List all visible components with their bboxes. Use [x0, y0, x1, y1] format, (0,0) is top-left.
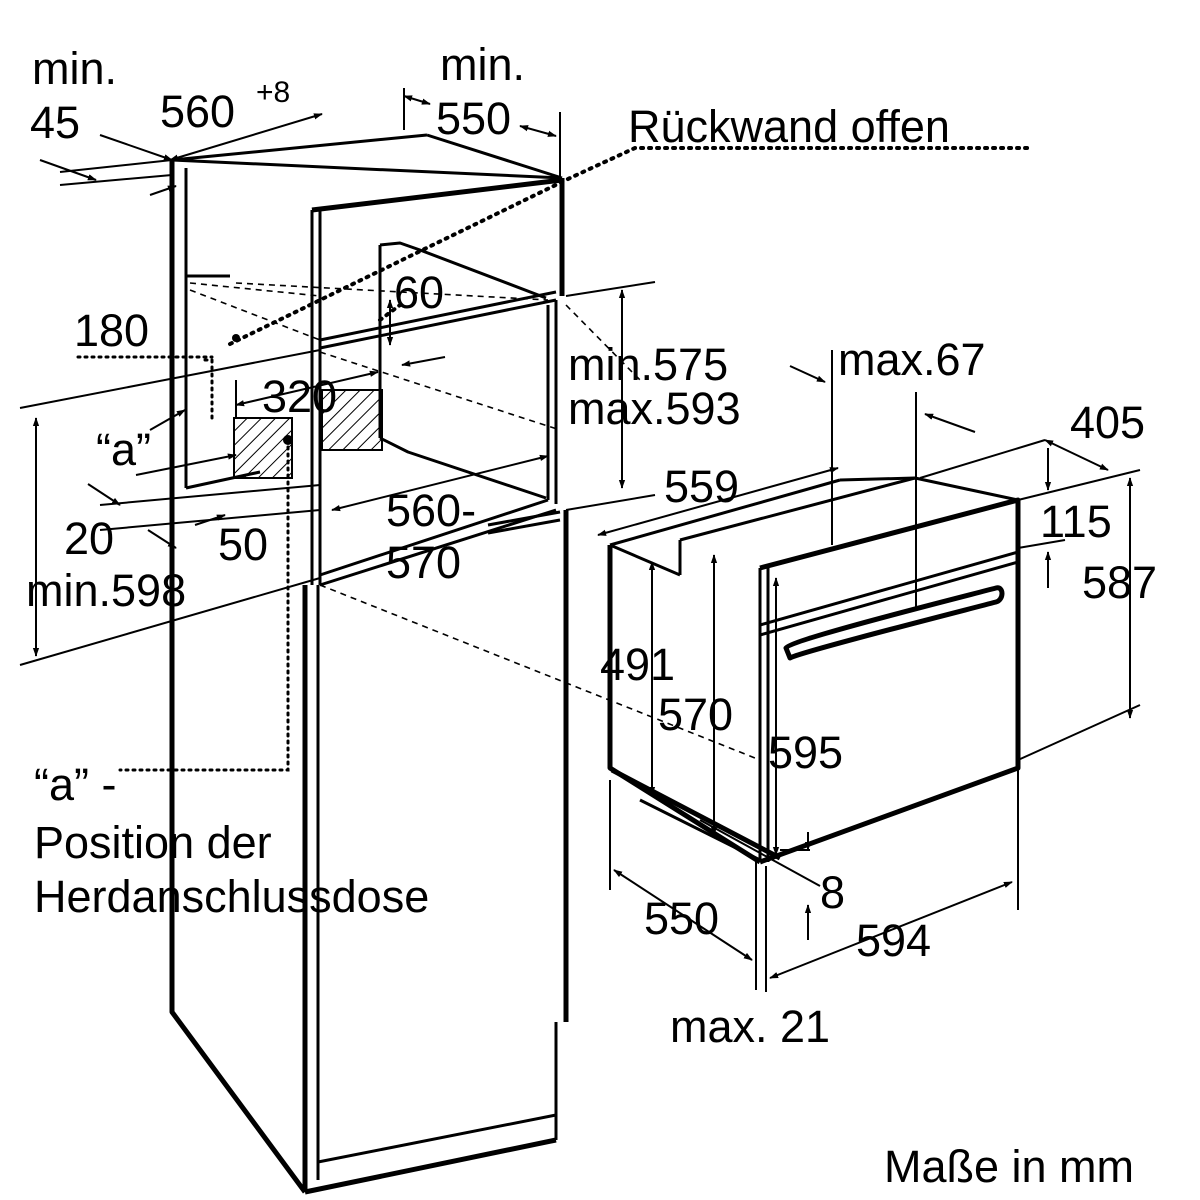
label-min-45-top: min.	[32, 43, 117, 94]
legend-position-line2: Herdanschlussdose	[34, 871, 429, 922]
label-max-21: max. 21	[670, 1001, 830, 1052]
label-depth-405: 405	[1070, 397, 1145, 448]
legend-a-marker: “a” -	[34, 759, 117, 810]
label-width-560: 560	[160, 86, 235, 137]
open-back-wall-marker	[228, 146, 1032, 346]
label-height-180: 180	[74, 305, 149, 356]
label-min-575: min.575	[568, 339, 728, 390]
units-note: Maße in mm	[884, 1141, 1134, 1192]
label-socket-a: “a”	[96, 424, 151, 475]
legend-position-line1: Position der	[34, 817, 272, 868]
oven-dimension-lines	[597, 350, 1141, 992]
label-min-598: min.598	[26, 565, 186, 616]
label-width-560-tolerance: +8	[256, 76, 290, 109]
label-rueckwand-offen: Rückwand offen	[628, 101, 950, 152]
label-max-593: max.593	[568, 383, 741, 434]
cabinet-dimension-lines	[19, 88, 656, 666]
label-min-550-top: min.	[440, 39, 525, 90]
label-min-550-bottom: 550	[436, 93, 511, 144]
label-min-45-bottom: 45	[30, 97, 80, 148]
label-depth-550: 550	[644, 893, 719, 944]
label-height-595: 595	[768, 727, 843, 778]
label-width-320: 320	[262, 371, 337, 422]
label-niche-560-570-top: 560-	[386, 485, 476, 536]
label-height-587: 587	[1082, 557, 1157, 608]
label-max-67: max.67	[838, 334, 986, 385]
label-niche-560-570-bottom: 570	[386, 537, 461, 588]
label-depth-60: 60	[394, 267, 444, 318]
label-width-559: 559	[664, 461, 739, 512]
label-height-570: 570	[658, 689, 733, 740]
label-height-115: 115	[1040, 496, 1112, 547]
label-dim-20: 20	[64, 513, 114, 564]
label-width-594: 594	[856, 915, 931, 966]
label-height-491: 491	[600, 639, 675, 690]
label-gap-8: 8	[820, 867, 845, 918]
oven-outline	[607, 476, 1021, 887]
label-dim-50: 50	[218, 519, 268, 570]
cabinet-outline	[169, 133, 761, 1195]
